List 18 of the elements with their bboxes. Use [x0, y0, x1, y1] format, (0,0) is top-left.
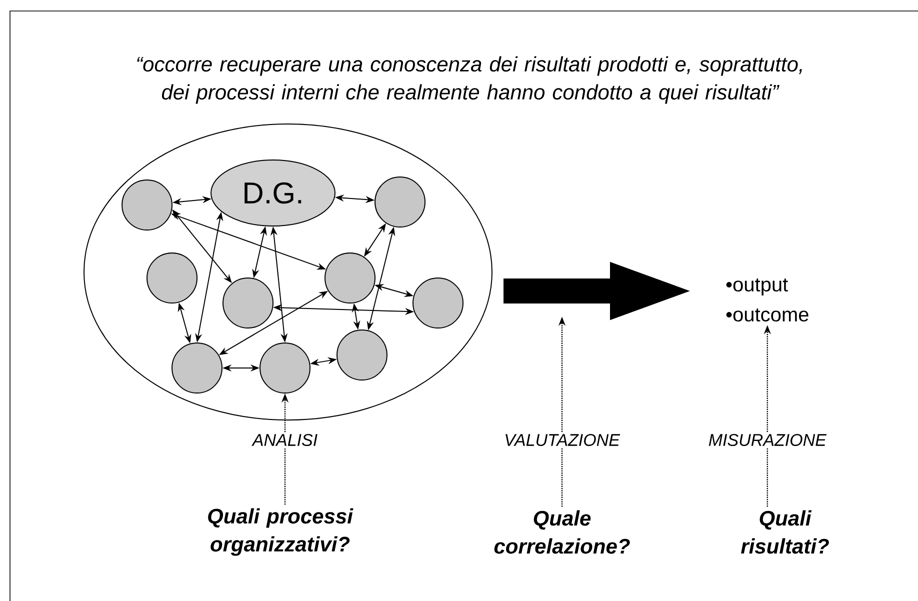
unit-circle [412, 278, 464, 328]
question-text: Quali processi organizzativi? [208, 508, 354, 556]
result-list: •output •outcome [726, 278, 808, 322]
unit-circle [172, 342, 222, 394]
unit-circle [222, 278, 274, 328]
edge-label: VALUTAZIONE [502, 432, 622, 448]
quote-text: “occorre recuperare una conoscenza dei risultati prodotti e, soprattutto, dei processi interni che realmente hanno condotto a quei risultati” [137, 56, 802, 104]
unit-circle [146, 252, 198, 304]
unit-circle [324, 252, 376, 304]
question-text: Quali risultati? [741, 510, 829, 554]
unit-circle [122, 180, 172, 230]
edge-label: MISURAZIONE [706, 432, 828, 448]
question-text: Quale correlazione? [494, 510, 630, 554]
unit-circle [260, 342, 310, 394]
unit-circle [336, 330, 388, 380]
edge-label: ANALISI [250, 432, 320, 448]
unit-circle [374, 176, 426, 228]
organization-ellipse [84, 124, 492, 420]
